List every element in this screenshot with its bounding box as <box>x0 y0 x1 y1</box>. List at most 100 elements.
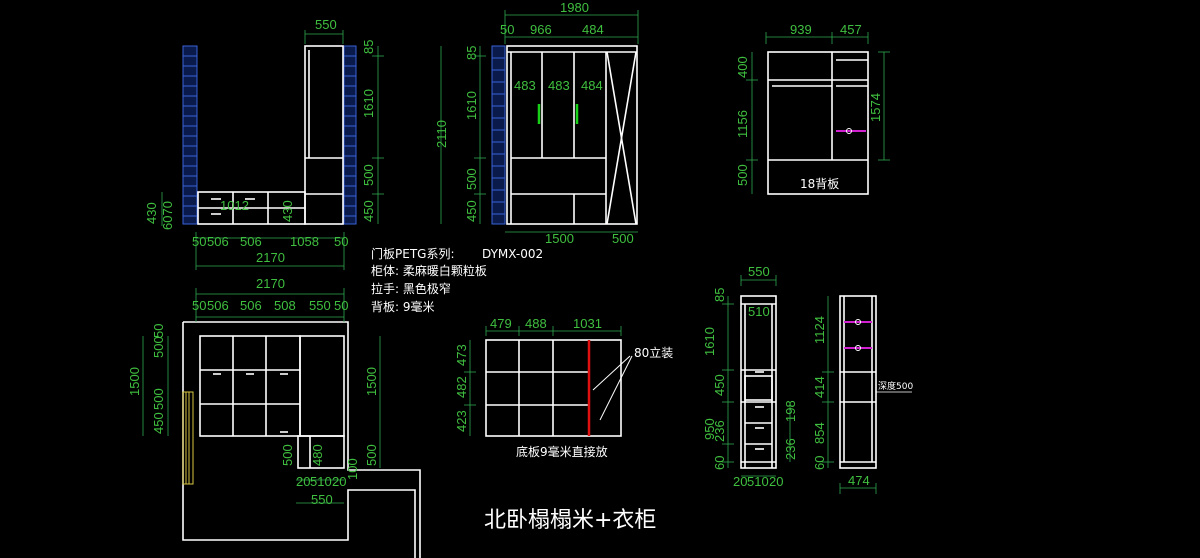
wardrobe-front-lines <box>506 45 638 225</box>
dim-tatami-bottom-50a: 50 <box>192 234 206 249</box>
dim-plan-left-500a: 500 <box>151 336 166 358</box>
dim-tall-left-60: 60 <box>712 456 727 470</box>
note-back-board: 背板: 9毫米 <box>371 299 435 314</box>
dim-tall-left-950: 950 <box>702 418 717 440</box>
dim-tall-left-85: 85 <box>712 288 727 302</box>
dim-wardrobe-total: 1980 <box>560 0 589 15</box>
window-sill-plan <box>182 391 194 485</box>
dim-wardrobe-inner-483a: 483 <box>514 78 536 93</box>
dim-plan-left-1500: 1500 <box>127 367 142 396</box>
dim-wardrobe-left-500: 500 <box>464 168 479 190</box>
dim-wardrobe-bottom-500: 500 <box>612 231 634 246</box>
dim-plan-bottom-20a: 20 <box>296 474 310 489</box>
grid-cabinet-view: 479 488 1031 473 482 423 80立装 底板9毫米直接放 <box>454 316 673 459</box>
dim-plan-total: 2170 <box>256 276 285 291</box>
dim-plan-inner-500: 500 <box>280 444 295 466</box>
dim-plan-top-50a: 50 <box>192 298 206 313</box>
dim-tall-top-510: 510 <box>748 304 770 319</box>
tall-cabinet-view: 550 510 85 1610 450 950 236 60 198 236 2… <box>702 264 798 489</box>
dim-tatami-right-1610: 1610 <box>361 89 376 118</box>
tatami-elevation-view: 550 85 1610 500 450 430 6070 1012 430 50… <box>144 17 384 270</box>
dim-tside-left-854: 854 <box>812 422 827 444</box>
dim-tall-left-236: 236 <box>712 420 727 442</box>
wardrobe-front-view: 1980 50 966 484 483 483 484 2110 85 1610… <box>434 0 639 246</box>
dim-plan-inner-100: 100 <box>345 458 360 480</box>
brick-pattern <box>183 55 356 217</box>
rod-end-lower <box>855 345 861 351</box>
dim-grid-top-488: 488 <box>525 316 547 331</box>
dim-tall-left-450: 450 <box>712 374 727 396</box>
dim-wardrobe-left-1610: 1610 <box>464 91 479 120</box>
dim-wardrobe-top-50: 50 <box>500 22 514 37</box>
dim-tatami-right-450: 450 <box>361 200 376 222</box>
dim-tside-left-60: 60 <box>812 456 827 470</box>
brick-wall-right <box>343 45 357 225</box>
dim-grid-left-473: 473 <box>454 344 469 366</box>
dim-plan-bottom-20b: 20 <box>332 474 346 489</box>
note-model-code: DYMX-002 <box>482 247 543 261</box>
dim-tatami-left-6070: 6070 <box>160 201 175 230</box>
tall-cabinet-lines <box>740 295 777 469</box>
plan-view: 2170 50 506 506 508 550 50 1500 500 50 5… <box>127 276 421 558</box>
dim-tatami-bottom-50b: 50 <box>334 234 348 249</box>
tall-side-dim-lines <box>822 296 877 494</box>
dim-plan-top-50b: 50 <box>334 298 348 313</box>
wardrobe-side-dim-lines <box>746 32 890 194</box>
dim-plan-left-500b: 500 <box>151 388 166 410</box>
dim-wardrobe-left-450: 450 <box>464 200 479 222</box>
dim-tatami-bottom-1058: 1058 <box>290 234 319 249</box>
brick-pattern-wardrobe <box>492 57 505 215</box>
note-door-series: 门板PETG系列: <box>371 246 455 261</box>
dim-tatami-right-85: 85 <box>361 40 376 54</box>
note-carcass: 柜体: 柔麻暖白颗粒板 <box>371 263 487 278</box>
dim-plan-bottom-510: 510 <box>310 474 332 489</box>
dim-plan-top-550: 550 <box>309 298 331 313</box>
grid-dim-lines <box>464 326 622 436</box>
dim-side-left-500: 500 <box>735 164 750 186</box>
dim-tatami-bottom-506a: 506 <box>207 234 229 249</box>
dim-tatami-top: 550 <box>315 17 337 32</box>
dim-wardrobe-top-966: 966 <box>530 22 552 37</box>
dim-grid-top-1031: 1031 <box>573 316 602 331</box>
dim-tatami-total: 2170 <box>256 250 285 265</box>
dim-tall-right-198: 198 <box>783 400 798 422</box>
dim-tatami-inner-1012: 1012 <box>220 198 249 213</box>
dim-grid-top-479: 479 <box>490 316 512 331</box>
plan-dim-lines <box>142 288 381 504</box>
brick-wall-wardrobe <box>491 45 506 225</box>
dim-wardrobe-left-total: 2110 <box>434 120 449 148</box>
callout-base-board: 底板9毫米直接放 <box>516 444 608 459</box>
tatami-cabinet-lines <box>197 45 344 225</box>
wardrobe-side-lines <box>767 51 869 195</box>
dim-plan-right-1500: 1500 <box>364 367 379 396</box>
dim-wardrobe-top-484: 484 <box>582 22 604 37</box>
dim-wardrobe-inner-483b: 483 <box>548 78 570 93</box>
dim-wardrobe-left-85: 85 <box>464 46 479 60</box>
dim-tall-right-236: 236 <box>783 438 798 460</box>
dim-tside-bottom-474: 474 <box>848 473 870 488</box>
dim-wardrobe-bottom-1500: 1500 <box>545 231 574 246</box>
dim-plan-inner-480: 480 <box>310 444 325 466</box>
dim-tatami-left-430: 430 <box>144 202 159 224</box>
dim-side-left-1156: 1156 <box>735 110 750 138</box>
dim-side-right-1574: 1574 <box>868 93 883 122</box>
dim-tall-left-1610: 1610 <box>702 327 717 356</box>
dim-wardrobe-inner-484: 484 <box>581 78 603 93</box>
dim-tside-left-1124: 1124 <box>812 316 827 344</box>
dim-tatami-bottom-506b: 506 <box>240 234 262 249</box>
grid-cabinet-lines <box>485 339 622 437</box>
dim-plan-bottom-total: 550 <box>311 492 333 507</box>
dim-side-top-457: 457 <box>840 22 862 37</box>
material-notes: 门板PETG系列: DYMX-002 柜体: 柔麻暖白颗粒板 拉手: 黑色极窄 … <box>371 246 543 314</box>
dim-tside-left-414: 414 <box>812 376 827 398</box>
note-handle: 拉手: 黑色极窄 <box>371 281 451 296</box>
tall-side-view: 1124 414 854 60 474 深度500 <box>812 295 913 494</box>
dim-tatami-right-500: 500 <box>361 164 376 186</box>
dim-plan-top-506a: 506 <box>207 298 229 313</box>
dim-plan-top-508: 508 <box>274 298 296 313</box>
dim-plan-left-450: 450 <box>151 412 166 434</box>
brick-wall-left <box>182 45 198 225</box>
dim-plan-top-506b: 506 <box>240 298 262 313</box>
callout-depth: 深度500 <box>878 380 913 392</box>
